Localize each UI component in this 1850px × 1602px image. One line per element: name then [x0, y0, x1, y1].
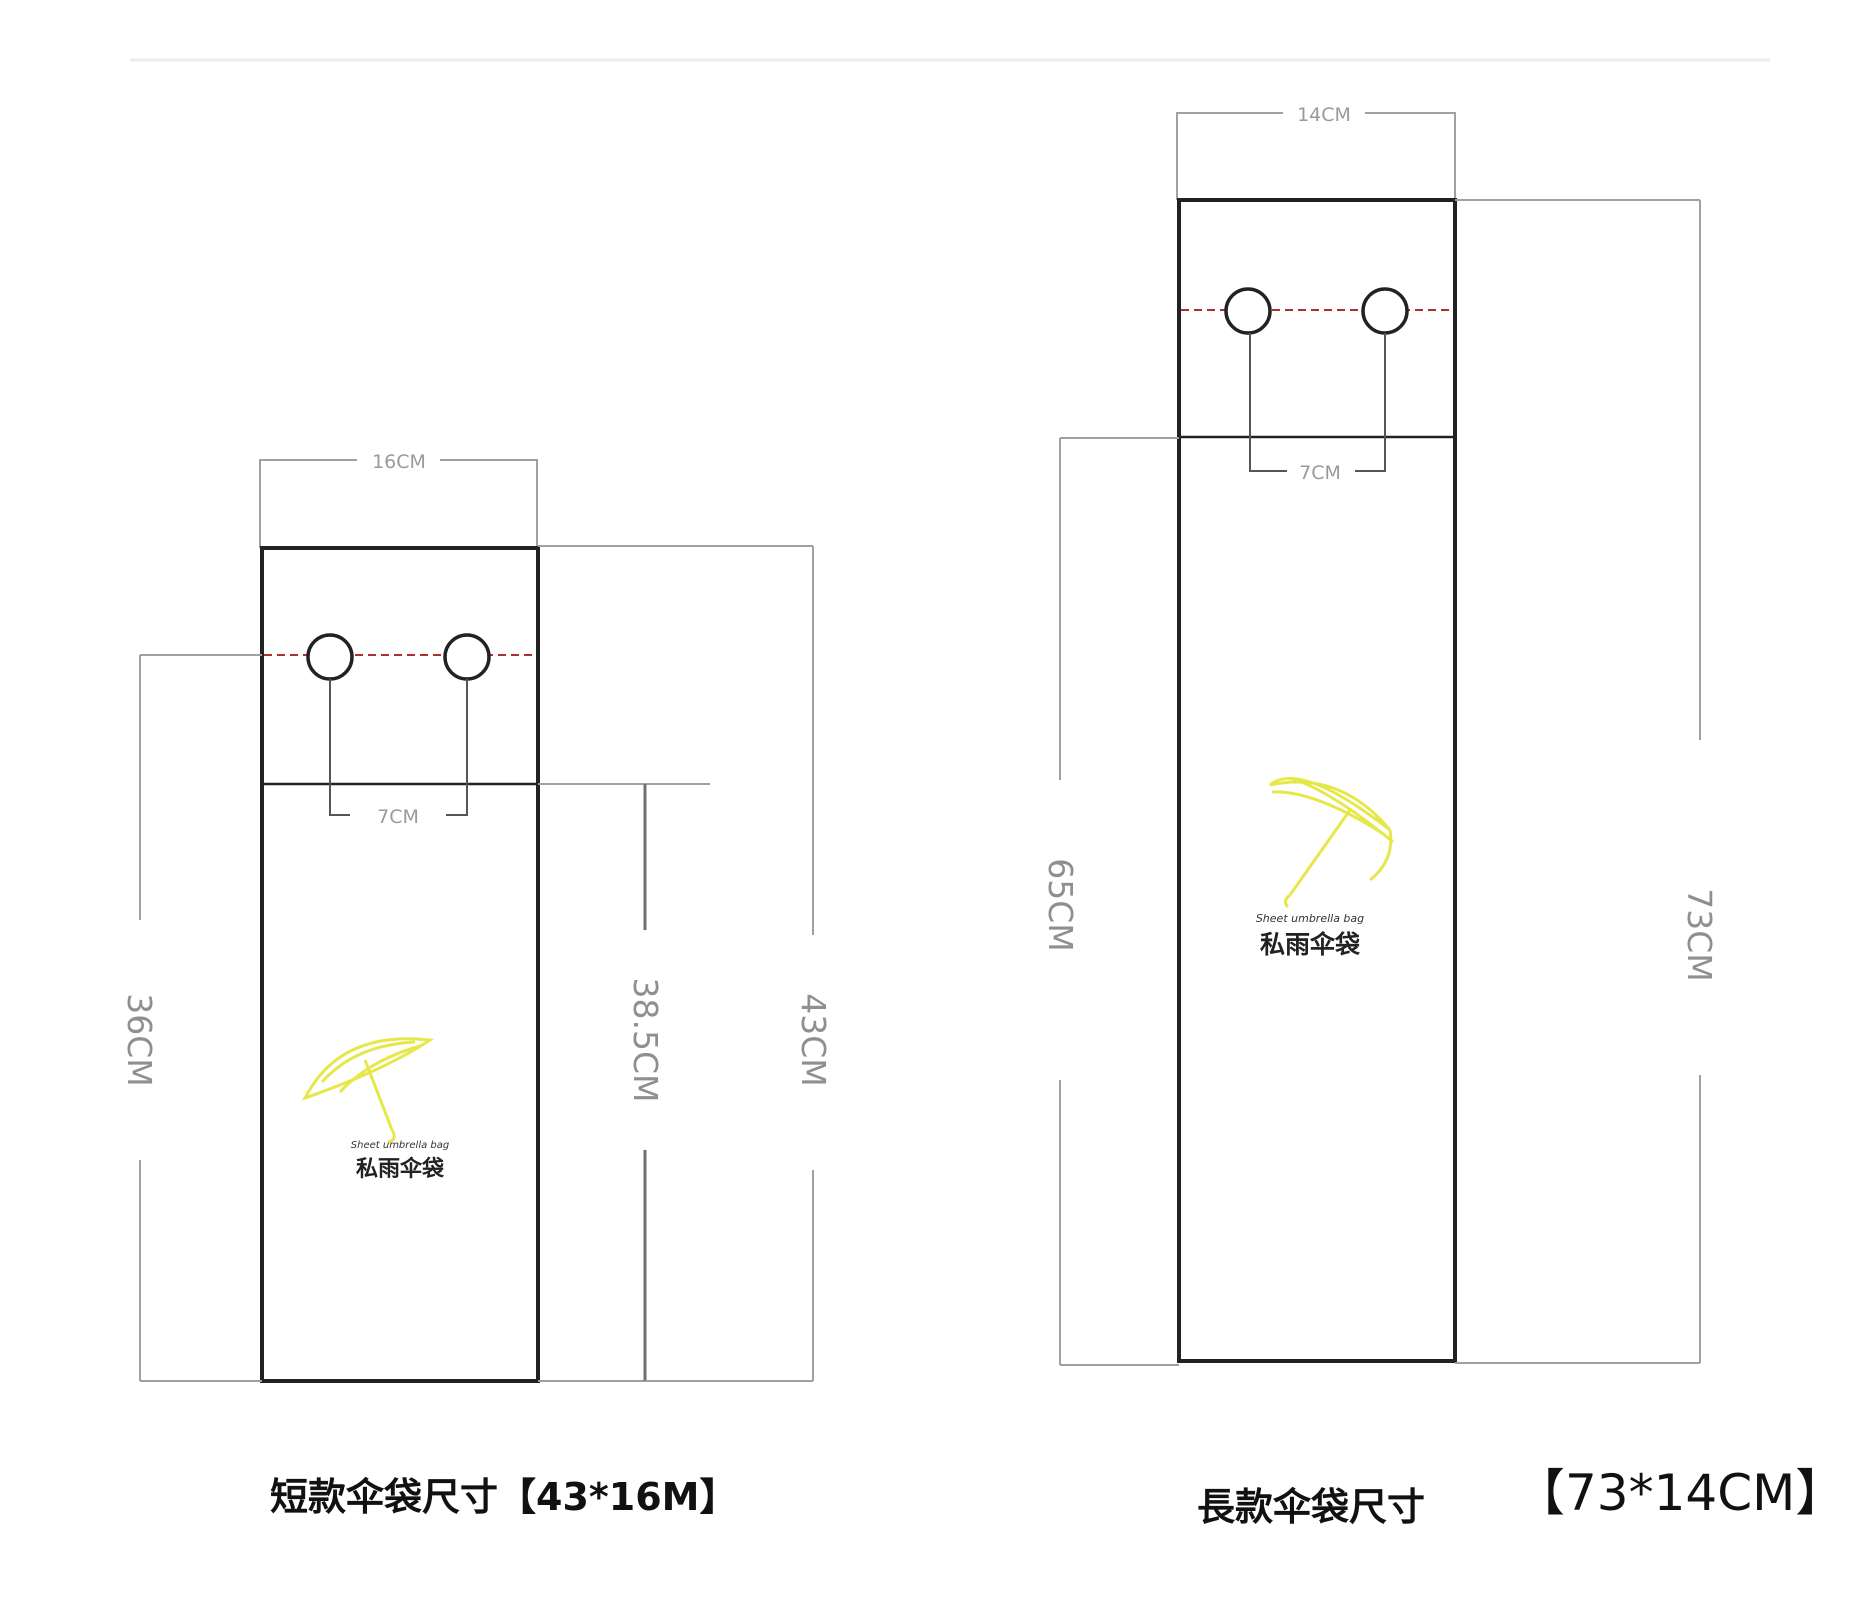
short-36-dimension — [139, 654, 262, 1382]
long-73-dimension — [1455, 199, 1701, 1364]
short-hole-spacing-label: 7CM — [377, 806, 419, 828]
long-hole-left — [1224, 287, 1272, 335]
short-36-label: 36CM — [120, 993, 159, 1087]
long-bag-caption: 長款伞袋尺寸 — [1197, 1485, 1425, 1529]
long-73-label: 73CM — [1680, 888, 1719, 982]
short-bag: 16CM 7CM 36CM — [120, 451, 833, 1519]
short-43-label: 43CM — [794, 993, 833, 1087]
short-width-dimension — [259, 459, 538, 548]
short-43-dimension — [538, 545, 814, 1382]
short-385-dimension — [538, 783, 710, 1382]
short-hole-left — [306, 633, 354, 681]
long-hole-spacing-dimension — [1249, 333, 1386, 472]
long-65-label: 65CM — [1041, 858, 1080, 952]
short-bag-caption: 短款伞袋尺寸【43*16M】 — [270, 1475, 737, 1519]
long-hole-right — [1361, 287, 1409, 335]
short-hole-right — [443, 633, 491, 681]
long-width-dimension — [1176, 112, 1456, 200]
short-hole-spacing-dimension — [329, 679, 468, 816]
short-width-label: 16CM — [372, 451, 426, 473]
long-width-label: 14CM — [1297, 104, 1351, 126]
long-hole-spacing-label: 7CM — [1299, 462, 1341, 484]
long-bag: 14CM 7CM 65CM 73CM — [1041, 104, 1845, 1529]
short-umbrella-logo — [301, 1037, 435, 1144]
long-65-dimension — [1059, 437, 1179, 1366]
long-logo-text-en: Sheet umbrella bag — [1256, 912, 1364, 925]
long-bag-caption-dims: 【73*14CM】 — [1515, 1464, 1845, 1522]
short-logo-text-en: Sheet umbrella bag — [351, 1140, 449, 1151]
long-logo-text-cn: 私雨伞袋 — [1260, 930, 1361, 959]
long-umbrella-logo — [1269, 776, 1394, 909]
short-logo-text-cn: 私雨伞袋 — [356, 1156, 445, 1182]
short-bag-outline — [260, 546, 540, 1383]
long-bag-outline — [1177, 198, 1457, 1363]
short-385-label: 38.5CM — [626, 978, 665, 1103]
